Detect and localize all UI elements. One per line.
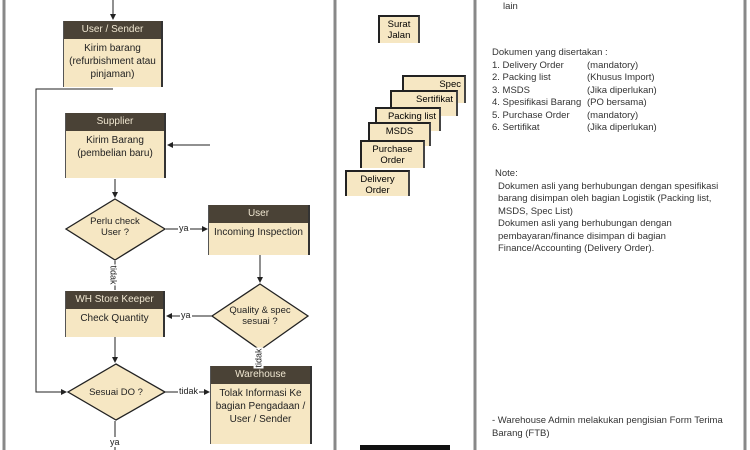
list-item: 6. Sertifikat (Jika diperlukan) — [492, 122, 732, 135]
doc-delivery-order: Delivery Order — [345, 170, 410, 196]
note: Note: Dokumen asli yang berhubungan deng… — [495, 168, 730, 256]
box-header: User — [209, 205, 308, 223]
label-ya: ya — [178, 223, 190, 233]
decision-label: Quality & spec sesuai ? — [229, 305, 291, 327]
item-name: 1. Delivery Order — [492, 59, 564, 71]
doc-list: Dokumen yang disertakan : 1. Delivery Or… — [492, 47, 732, 135]
box-body: Incoming Inspection — [214, 227, 303, 238]
list-item: 1. Delivery Order (mandatory) — [492, 60, 732, 73]
note-2: Dokumen asli yang berhubungan dengan pem… — [498, 218, 672, 254]
label-ya: ya — [109, 437, 121, 447]
bottom-note: - Warehouse Admin melakukan pengisian Fo… — [492, 415, 723, 439]
label-tidak: tidak — [178, 386, 200, 396]
box-header: WH Store Keeper — [66, 291, 163, 309]
box-header: Supplier — [66, 113, 164, 131]
decision-label: Perlu check User ? — [90, 216, 140, 238]
list-title: Dokumen yang disertakan : — [492, 47, 608, 58]
box-body: Check Quantity — [80, 313, 149, 324]
list-items: 1. Delivery Order(mandatory)2. Packing l… — [492, 60, 732, 135]
item-name: 5. Purchase Order — [492, 109, 570, 121]
label-tidak: tidak — [253, 347, 264, 369]
item-note: (Jika diperlukan) — [587, 84, 657, 96]
item-note: (PO bersama) — [587, 97, 647, 108]
box-body: Kirim barang (refurbishment atau pinjama… — [69, 43, 156, 80]
doc-purchase-order: Purchase Order — [360, 140, 425, 168]
list-item: 5. Purchase Order (mandatory) — [492, 110, 732, 123]
box-body: Tolak Informasi Ke bagian Pengadaan / Us… — [215, 388, 306, 425]
label-tidak: tidak — [108, 264, 119, 286]
list-item: 2. Packing list (Khusus Import) — [492, 72, 732, 85]
item-note: (Khusus Import) — [587, 72, 655, 83]
decision-label: Sesuai DO ? — [89, 387, 143, 398]
item-name: 4. Spesifikasi Barang — [492, 97, 582, 108]
item-note: (Jika diperlukan) — [587, 122, 657, 133]
item-note: (mandatory) — [587, 59, 639, 71]
note-title: Note: — [495, 168, 518, 179]
bottom-box — [360, 445, 450, 450]
item-note: (mandatory) — [587, 109, 639, 121]
box-header: Warehouse — [211, 366, 310, 384]
item-name: 6. Sertifikat — [492, 122, 540, 133]
item-name: 3. MSDS — [492, 84, 531, 96]
box-body: Kirim Barang (pembelian baru) — [77, 135, 153, 159]
list-item: 3. MSDS (Jika diperlukan) — [492, 85, 732, 98]
note-1: Dokumen asli yang berhubungan dengan spe… — [498, 180, 719, 217]
label-ya: ya — [180, 310, 192, 320]
box-header: User / Sender — [64, 21, 161, 39]
item-name: 2. Packing list — [492, 72, 551, 83]
decision-sesuai-do — [66, 363, 167, 421]
list-item: 4. Spesifikasi Barang (PO bersama) — [492, 97, 732, 110]
text-fragment: lain — [503, 1, 518, 12]
decision-perlu-check — [64, 198, 167, 261]
doc-surat-jalan: Surat Jalan — [378, 15, 420, 43]
